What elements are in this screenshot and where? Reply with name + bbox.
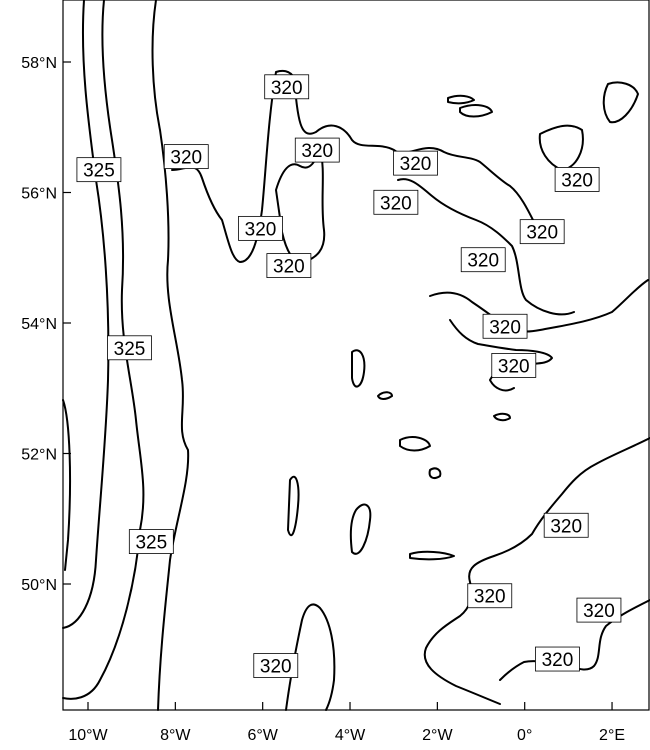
contour-island-loop [399,436,431,452]
contour-label-text: 320 [498,356,530,377]
contour-line-325-b [62,0,145,700]
contour-label-box [373,189,419,215]
lon-tick-label: 4°W [335,727,366,744]
contour-label-text: 320 [489,317,521,338]
lat-tick-label: 56°N [21,186,57,203]
contour-label-box [519,219,565,245]
contour-line-320-uk-east [429,279,649,333]
contour-line-320-midlands [449,319,553,392]
lon-tick-label: 2°W [422,727,453,744]
contour-labels: 320 325 320 320 320 320 320 320 320 320 320 320 325 3… [76,74,622,678]
contour-island-loop [287,475,300,537]
contour-label-text: 320 [542,650,574,671]
contour-line-320-scotland [171,69,535,263]
contour-label-text: 325 [83,161,115,182]
contour-line-325-a [62,0,110,629]
contour-label-text: 320 [467,251,499,272]
lon-tick-label: 0° [517,727,532,744]
contour-label-box [535,646,580,672]
contour-label-box [576,597,622,623]
contour-label: 320 [460,247,506,273]
contour-label: 325 [76,157,122,183]
lon-tick-label: 2°E [599,727,625,744]
contour-label-text: 320 [245,219,277,240]
contour-label: 320 [373,189,419,215]
contour-label-text: 320 [380,193,412,214]
contour-label-box [393,150,438,176]
contour-label-box [76,157,122,183]
contour-label-text: 320 [170,148,202,169]
contour-label-text: 320 [561,170,593,191]
contour-line-320-islands [275,149,326,264]
contour-label-box [482,313,528,339]
map-border [62,0,650,711]
contour-label-text: 320 [260,657,292,678]
contour-line-320-central [397,178,575,316]
contour-label-text: 325 [114,339,146,360]
contour-label-box [128,529,174,554]
contour-label-box [107,335,152,361]
contour-label: 320 [393,150,438,176]
contour-label: 320 [543,512,589,538]
contour-label: 320 [491,353,537,378]
contour-label-text: 320 [583,601,615,622]
contour-label: 320 [253,653,299,678]
contour-label-text: 320 [273,257,305,278]
contour-label-box [253,653,299,678]
lon-tick-label: 6°W [247,727,278,744]
lon-tick-label: 8°W [160,727,191,744]
contour-island-loop [409,550,455,561]
contour-label: 320 [535,646,580,672]
contour-island-loop [447,94,475,105]
map-frame [62,0,650,711]
contour-island-loop [493,412,511,422]
contour-label-text: 325 [135,533,167,554]
contour-line-325-c [151,0,190,711]
contour-island-loop [377,391,393,400]
contour-label-text: 320 [271,78,303,99]
lon-tick-label: 10°W [68,727,108,744]
lat-tick-label: 52°N [21,447,57,464]
contour-label-box [266,253,312,278]
axis-ticks: 10°W 8°W 6°W 4°W 2°W 0° 2°E 58°N 56°N 54°N 52°N 50°… [21,55,625,744]
contour-island-loop [349,503,372,555]
contour-island-loop [351,349,366,388]
contour-label-box [294,137,340,163]
lat-tick-label: 50°N [21,577,57,594]
contour-label-text: 320 [474,587,506,608]
contour-label: 320 [576,597,622,623]
lat-tick-label: 54°N [21,316,57,333]
contour-label-box [460,247,506,273]
contour-label: 320 [264,74,310,100]
contour-label: 325 [128,529,174,554]
contour-label-box [467,583,513,609]
contour-island-loop [428,467,442,479]
contour-label-box [163,144,209,170]
contour-label: 320 [294,137,340,163]
lat-tick-label: 58°N [21,55,57,72]
contour-label-text: 320 [550,516,582,537]
contour-label-text: 320 [526,223,558,244]
contour-island-loop [602,81,639,124]
contour-label: 320 [519,219,565,245]
contour-label: 320 [482,313,528,339]
contour-label: 320 [238,215,283,241]
contour-label: 320 [467,583,513,609]
contour-label-box [554,167,600,192]
contour-label: 320 [163,144,209,170]
contour-label-box [543,512,589,538]
contour-label: 325 [107,335,152,361]
contour-line-320-channel [423,437,650,705]
contour-island-loop [459,104,493,118]
contour-label-box [491,353,537,378]
contour-label-text: 320 [301,141,333,162]
contour-label: 320 [554,167,600,192]
contour-label-text: 320 [400,154,432,175]
contour-label-box [264,74,310,100]
contour-line-325-west [62,399,72,571]
contour-label-box [238,215,283,241]
contour-label: 320 [266,253,312,278]
contour-island-loop [538,124,584,171]
